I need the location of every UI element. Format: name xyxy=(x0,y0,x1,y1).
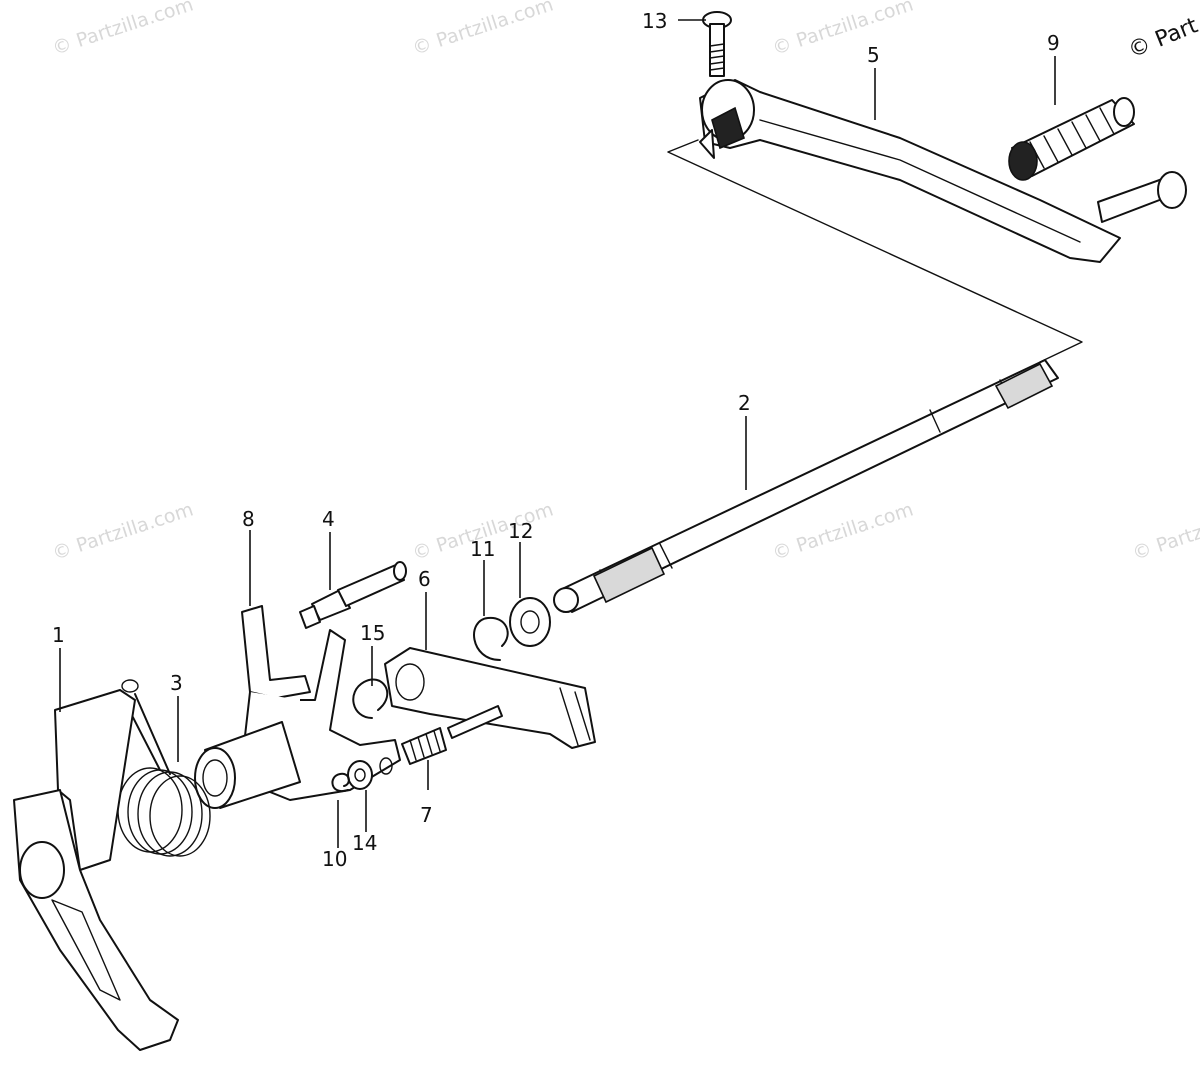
callout-8: 8 xyxy=(242,507,255,531)
callout-6: 6 xyxy=(418,567,431,591)
callout-15: 15 xyxy=(360,621,385,645)
part-12-washer xyxy=(509,597,551,647)
part-6-shift-arm xyxy=(384,647,596,749)
watermark: © Partzilla.com xyxy=(50,0,196,60)
part-7-spring-pin xyxy=(401,705,503,765)
part-13-bolt xyxy=(702,11,732,77)
callout-4: 4 xyxy=(322,507,335,531)
callout-14: 14 xyxy=(352,831,377,855)
callout-3: 3 xyxy=(170,671,183,695)
part-15-circlip xyxy=(352,678,389,719)
callout-13: 13 xyxy=(642,9,667,33)
callout-9: 9 xyxy=(1047,31,1060,55)
watermark: © Partzilla.com xyxy=(50,499,196,565)
assembly-line xyxy=(667,139,1083,363)
part-11-circlip xyxy=(473,616,509,661)
callout-7: 7 xyxy=(420,803,433,827)
callout-1: 1 xyxy=(52,623,65,647)
callout-5: 5 xyxy=(867,43,880,67)
callouts: 1 2 3 4 5 6 7 8 9 10 11 12 13 14 15 xyxy=(52,9,1060,871)
leader-lines xyxy=(59,19,1056,848)
part-2-shift-shaft xyxy=(553,359,1059,613)
callout-10: 10 xyxy=(322,847,347,871)
watermark: © Partzilla.com xyxy=(770,499,916,565)
watermarks: © Partzilla.com © Partzilla.com © Partzi… xyxy=(50,0,1200,565)
watermark: © Partzilla.com xyxy=(770,0,916,60)
copyright-text: © Part xyxy=(1125,13,1200,63)
part-1-shift-spindle-arm xyxy=(13,679,179,1051)
callout-12: 12 xyxy=(508,519,533,543)
part-9-footpeg-rubber xyxy=(1008,97,1135,181)
part-14-washer xyxy=(347,760,373,790)
part-5-shift-pedal xyxy=(699,79,1187,263)
watermark: © Partzilla.com xyxy=(410,0,556,60)
callout-2: 2 xyxy=(738,391,751,415)
part-10-e-clip xyxy=(331,772,350,793)
watermark: © Partzilla.com xyxy=(1130,499,1200,565)
part-4-pivot-bolt xyxy=(299,561,407,629)
callout-11: 11 xyxy=(470,537,495,561)
